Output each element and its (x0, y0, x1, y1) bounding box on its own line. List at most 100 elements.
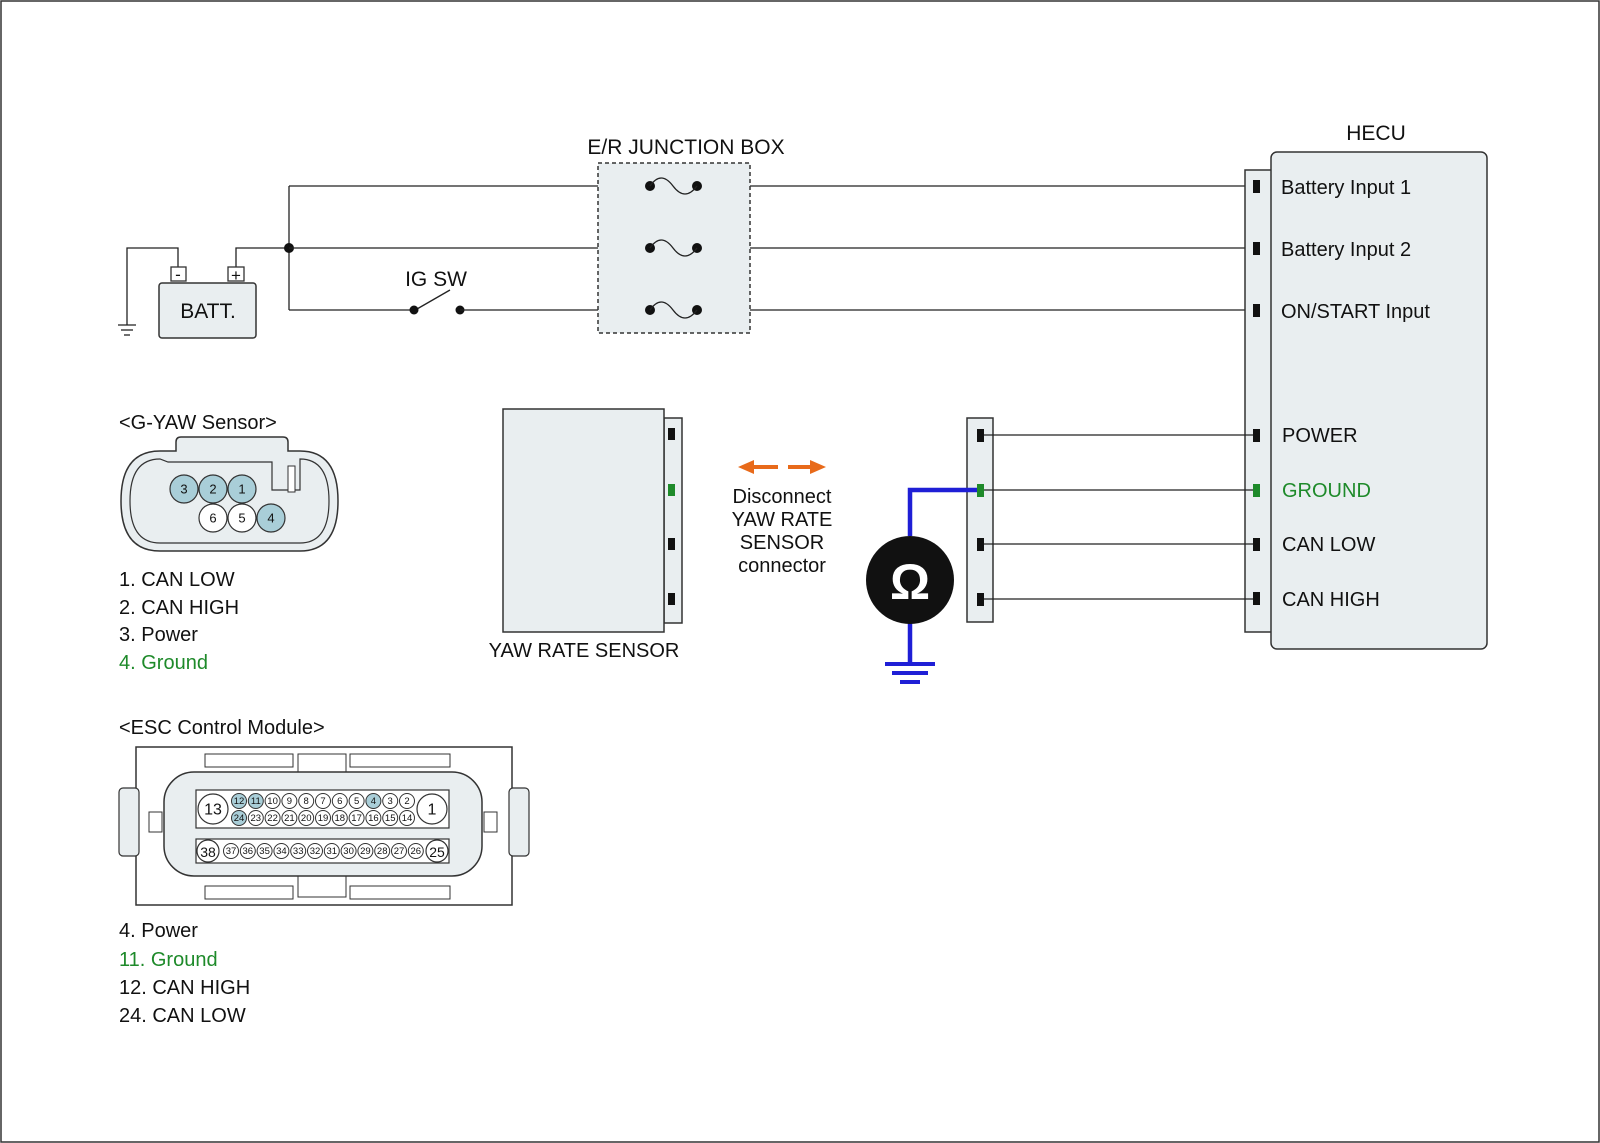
pin-number: 6 (209, 511, 216, 526)
esc-legend-item: 12. CAN HIGH (119, 977, 250, 999)
esc-legend-item: 4. Power (119, 920, 198, 942)
yaw-sensor-pin (668, 593, 675, 605)
pin-number: 5 (354, 796, 359, 807)
hecu-pin-on-start-input: ON/START Input (1253, 301, 1430, 323)
esc-pin-38: 38 (196, 839, 220, 863)
g-yaw-pin-1: 1 (227, 474, 257, 504)
g-yaw-legend-item: 2. CAN HIGH (119, 597, 239, 619)
esc-pin-16: 16 (365, 810, 382, 826)
hecu: HECU Battery Input 1 Battery Input 2 ON/… (1244, 122, 1488, 650)
esc-pin-25: 25 (425, 839, 449, 863)
esc-pin-5: 5 (348, 793, 365, 809)
pin-number: 23 (251, 813, 262, 824)
disconnect-arrows (738, 460, 826, 474)
pin-number: 28 (377, 846, 388, 857)
yaw-sensor-body (502, 408, 665, 633)
battery-body (158, 282, 257, 339)
esc-pin-8: 8 (298, 793, 315, 809)
esc-pin-24: 24 (231, 810, 247, 826)
esc-pin-4: 4 (365, 793, 382, 809)
pin-number: 19 (318, 813, 329, 824)
battery-plus-terminal (227, 266, 245, 282)
harness-connector-body (966, 417, 994, 623)
esc-pin-28: 28 (374, 843, 391, 859)
esc-connector-key-left (148, 811, 163, 833)
esc-connector-latch-left (118, 787, 140, 857)
ohmmeter-body (866, 536, 954, 624)
esc-pin-10: 10 (264, 793, 281, 809)
esc-connector-rib (204, 753, 294, 768)
esc-pin-13: 13 (197, 793, 229, 825)
esc-pin-22: 22 (264, 810, 281, 826)
esc-pin-34: 34 (273, 843, 290, 859)
g-yaw-pin-3: 3 (169, 474, 199, 504)
pin-number: 18 (335, 813, 346, 824)
pin-number: 34 (276, 846, 287, 857)
g-yaw-connector-inner (129, 458, 330, 544)
esc-pin-36: 36 (239, 843, 256, 859)
g-yaw-legend-item: 1. CAN LOW (119, 569, 235, 591)
pin-number: 30 (343, 846, 354, 857)
pin-number: 2 (404, 796, 409, 807)
yaw-sensor-connector (663, 417, 683, 624)
hecu-pin-power: POWER (1253, 425, 1358, 447)
esc-pin-35: 35 (256, 843, 273, 859)
esc-pin-7: 7 (315, 793, 331, 809)
junction-box-label: E/R JUNCTION BOX (587, 136, 784, 159)
battery-label: BATT. (180, 300, 236, 323)
fuse-2 (645, 239, 702, 257)
disconnect-note-line: SENSOR (740, 532, 824, 554)
esc-pin-17: 17 (348, 810, 365, 826)
harness-pin (977, 538, 984, 551)
hecu-connector (1244, 169, 1274, 633)
pin-number: 16 (368, 813, 379, 824)
esc-pin-14: 14 (399, 810, 415, 826)
yaw-sensor-pin (668, 538, 675, 550)
junction-box: E/R JUNCTION BOX (587, 136, 785, 334)
pin-number: 35 (259, 846, 270, 857)
g-yaw-pin-6: 6 (198, 503, 228, 533)
g-yaw-sensor-section: <G-YAW Sensor> 3 2 1 6 5 4 1. CAN LOW 2 (119, 412, 339, 674)
pin-number: 21 (284, 813, 295, 824)
disconnect-note-line: Disconnect (733, 486, 832, 508)
pin-number: 37 (226, 846, 237, 857)
power-wiring (118, 185, 1253, 336)
hecu-body (1270, 151, 1488, 650)
hecu-pin-battery-input-2: Battery Input 2 (1253, 239, 1411, 261)
pin-number: 8 (304, 796, 309, 807)
esc-pin-30: 30 (340, 843, 357, 859)
pin-number: 2 (209, 482, 216, 497)
pin-number: 36 (243, 846, 254, 857)
esc-pin-2: 2 (399, 793, 415, 809)
ohm-symbol-icon: Ω (890, 554, 930, 610)
pin-number: 24 (234, 813, 245, 824)
disconnect-note-line: connector (738, 555, 826, 577)
pin-number: 1 (428, 802, 437, 819)
yaw-sensor-label: YAW RATE SENSOR (489, 640, 680, 662)
pin-number: 27 (394, 846, 405, 857)
esc-module-title: <ESC Control Module> (119, 717, 325, 739)
esc-pin-3: 3 (382, 793, 399, 809)
pin-number: 17 (351, 813, 362, 824)
hecu-pin-ground: GROUND (1253, 480, 1371, 502)
pin-number: 14 (402, 813, 413, 824)
harness-pin-ground (977, 484, 984, 497)
pin-number: 25 (429, 844, 445, 860)
pin-number: 4 (371, 796, 376, 807)
hecu-pin-label: CAN HIGH (1282, 589, 1380, 611)
esc-pin-18: 18 (331, 810, 348, 826)
fuse-1 (645, 177, 702, 195)
esc-pin-32: 32 (307, 843, 323, 859)
pin-number: 12 (234, 796, 245, 807)
pin-number: 4 (267, 511, 274, 526)
hecu-pin-label: Battery Input 2 (1281, 239, 1411, 261)
g-yaw-pin-4: 4 (256, 503, 286, 533)
esc-pin-21: 21 (281, 810, 298, 826)
hecu-pin-label: ON/START Input (1281, 301, 1430, 323)
pin-number: 3 (388, 796, 393, 807)
esc-connector-key-right (483, 811, 498, 833)
